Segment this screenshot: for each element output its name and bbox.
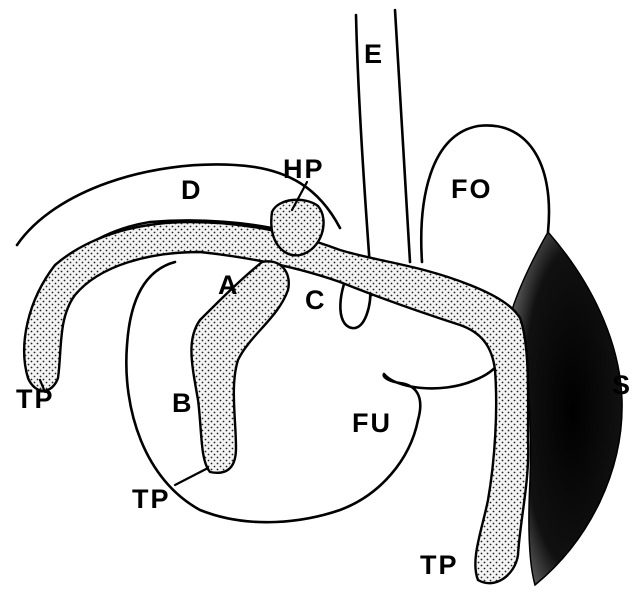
label-a: A — [218, 270, 240, 300]
label-c: C — [305, 285, 327, 315]
label-fu: FU — [352, 408, 392, 438]
label-e: E — [364, 39, 384, 69]
esophagus-right-line — [395, 10, 410, 262]
label-tp-bottom-right: TP — [420, 550, 459, 580]
label-b: B — [172, 388, 194, 418]
label-tp-bottom-left: TP — [132, 484, 171, 514]
label-d: D — [181, 175, 203, 205]
label-s: S — [612, 370, 632, 400]
label-hp: HP — [283, 154, 325, 184]
label-tp-left: TP — [16, 384, 55, 414]
tp-bottom-left-leader — [175, 468, 208, 485]
label-fo: FO — [451, 174, 493, 204]
descending-limb — [191, 261, 288, 472]
